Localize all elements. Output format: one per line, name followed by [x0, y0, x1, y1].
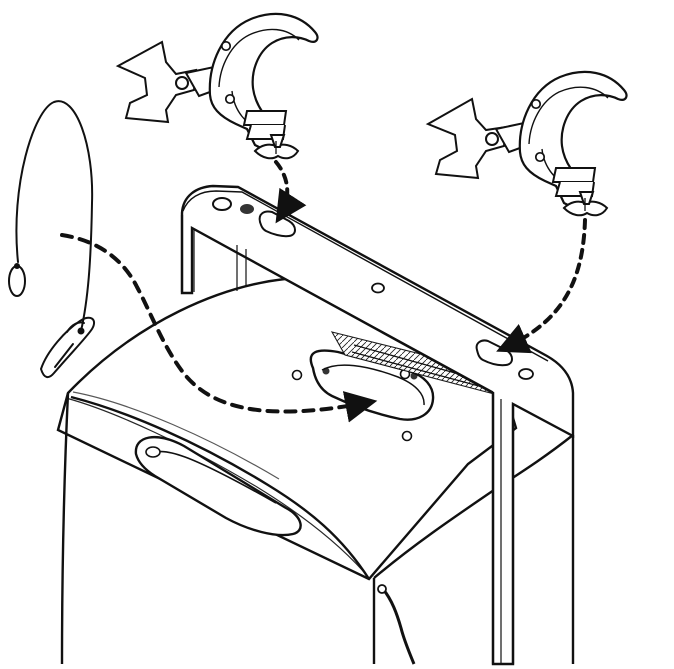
- clamp-icon: [115, 12, 319, 160]
- cable-detail-icon: [377, 584, 416, 665]
- dashed-arrow-icon: [60, 160, 587, 423]
- clamp-icon: [425, 70, 628, 217]
- flying-bracket-icon: [180, 184, 575, 666]
- safety-cable-icon: [8, 100, 96, 379]
